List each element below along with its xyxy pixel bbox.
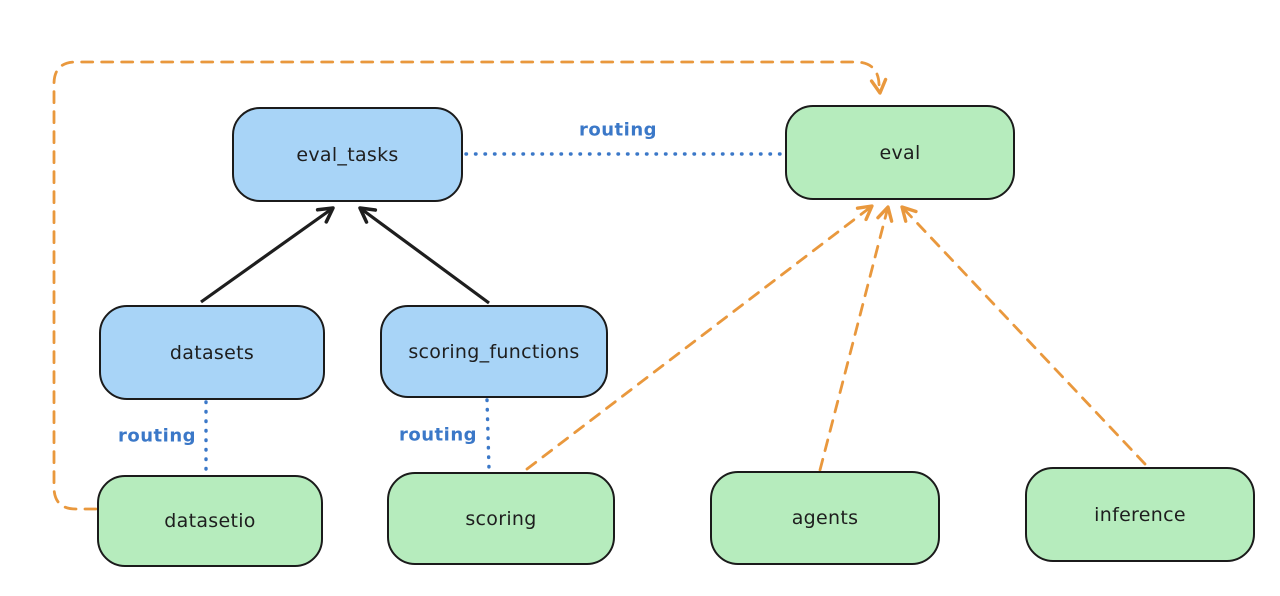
node-scoring-functions-label: scoring_functions: [408, 340, 580, 363]
node-datasetio-label: datasetio: [164, 510, 256, 532]
node-agents[interactable]: agents: [710, 471, 940, 565]
routing-label-scoring-functions-scoring: routing: [398, 424, 478, 446]
edge-inference-to-eval: [900, 205, 1147, 466]
node-eval-tasks-label: eval_tasks: [296, 143, 399, 166]
routing-label-datasets-datasetio: routing: [117, 425, 197, 447]
node-inference-label: inference: [1094, 503, 1186, 526]
edge-agents-to-eval: [818, 205, 894, 472]
edge-datasets-to-eval-tasks: [200, 206, 335, 304]
routing-label-eval-tasks-eval: routing: [578, 119, 658, 141]
node-scoring-functions[interactable]: scoring_functions: [380, 305, 608, 398]
node-inference[interactable]: inference: [1025, 467, 1255, 562]
node-eval[interactable]: eval: [785, 105, 1015, 200]
node-datasetio[interactable]: datasetio: [97, 475, 323, 567]
node-scoring-label: scoring: [465, 507, 537, 530]
node-eval-label: eval: [879, 141, 921, 164]
node-eval-tasks[interactable]: eval_tasks: [232, 107, 463, 202]
node-datasets-label: datasets: [169, 341, 255, 364]
edge-scoring-functions-to-eval-tasks: [358, 206, 490, 305]
edge-scoring-functions-to-scoring-routing: [485, 398, 491, 471]
node-agents-label: agents: [791, 507, 859, 529]
node-datasets[interactable]: datasets: [99, 305, 325, 400]
node-scoring[interactable]: scoring: [387, 472, 615, 565]
edge-scoring-to-eval: [525, 204, 874, 471]
